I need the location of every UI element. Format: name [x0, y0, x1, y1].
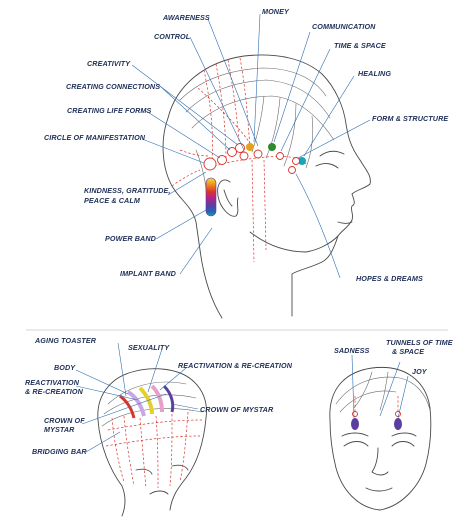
label-tunnels-line2: & SPACE — [392, 347, 424, 356]
label-reactivation-right: REACTIVATION & RE-CREATION — [178, 361, 293, 370]
label-implant-band: IMPLANT BAND — [120, 269, 176, 278]
money-dot — [246, 143, 254, 151]
label-sexuality: SEXUALITY — [128, 343, 170, 352]
label-form-structure: FORM & STRUCTURE — [372, 114, 448, 123]
crown-of-mystar-band — [162, 384, 175, 413]
sadness-ring — [352, 411, 358, 417]
labels-bottom-right: SADNESS TUNNELS OF TIME & SPACE JOY — [334, 338, 453, 376]
healing-dot — [298, 157, 306, 165]
labels-top: AWARENESS MONEY CONTROL COMMUNICATION TI… — [44, 7, 448, 283]
creating-life-forms-point — [217, 155, 227, 165]
label-crown-of-mystar-right: CROWN OF MYSTAR — [200, 405, 274, 414]
form-structure-point — [292, 157, 300, 165]
reactivation-band — [150, 384, 164, 413]
sadness-point — [351, 418, 359, 430]
top-view-head — [97, 368, 207, 517]
label-hopes-dreams: HOPES & DREAMS — [356, 274, 423, 283]
label-kindness-line1: KINDNESS, GRATITUDE, — [84, 186, 171, 195]
label-crown-of-mystar-left-line2: MYSTAR — [44, 425, 75, 434]
aging-toaster-band — [119, 394, 136, 419]
label-healing: HEALING — [358, 69, 391, 78]
label-tunnels-line1: TUNNELS OF TIME — [386, 338, 453, 347]
sexuality-band — [138, 386, 154, 415]
label-awareness: AWARENESS — [162, 13, 210, 22]
label-circle-of-manifestation: CIRCLE OF MANIFESTATION — [44, 133, 146, 142]
hopes-dreams-point — [288, 166, 296, 174]
label-joy: JOY — [412, 367, 428, 376]
label-reactivation-left-line1: REACTIVATION — [25, 378, 80, 387]
power-band-strip — [205, 177, 217, 217]
communication-dot — [268, 143, 276, 151]
front-face — [329, 366, 432, 511]
label-communication: COMMUNICATION — [312, 22, 376, 31]
profile-head — [162, 54, 371, 319]
label-money: MONEY — [262, 7, 290, 16]
label-sadness: SADNESS — [334, 346, 370, 355]
joy-point — [394, 418, 402, 430]
joy-ring — [395, 411, 401, 417]
circle-of-manifestation-point — [203, 157, 217, 171]
label-creating-life-forms: CREATING LIFE FORMS — [67, 106, 152, 115]
label-control: CONTROL — [154, 32, 190, 41]
label-power-band: POWER BAND — [105, 234, 156, 243]
leader-lines-top — [131, 13, 371, 279]
leader-lines-bottom-right — [351, 354, 409, 419]
leader-lines-bottom-left — [75, 342, 199, 453]
label-reactivation-left-line2: & RE-CREATION — [25, 387, 84, 396]
body-band — [126, 390, 146, 417]
label-bridging-bar: BRIDGING BAR — [32, 447, 87, 456]
labels-bottom-left: AGING TOASTER SEXUALITY BODY REACTIVATIO… — [25, 336, 293, 456]
label-creating-connections: CREATING CONNECTIONS — [66, 82, 160, 91]
energy-lines-profile — [171, 57, 307, 263]
label-kindness-line2: PEACE & CALM — [84, 196, 141, 205]
label-body: BODY — [54, 363, 76, 372]
label-time-space: TIME & SPACE — [334, 41, 386, 50]
control-point — [239, 151, 249, 161]
label-creativity: CREATIVITY — [87, 59, 131, 68]
bar-points-profile — [203, 143, 306, 217]
label-crown-of-mystar-left-line1: CROWN OF — [44, 416, 85, 425]
label-aging-toaster: AGING TOASTER — [34, 336, 97, 345]
awareness-point — [253, 149, 263, 159]
time-space-point — [276, 152, 284, 160]
